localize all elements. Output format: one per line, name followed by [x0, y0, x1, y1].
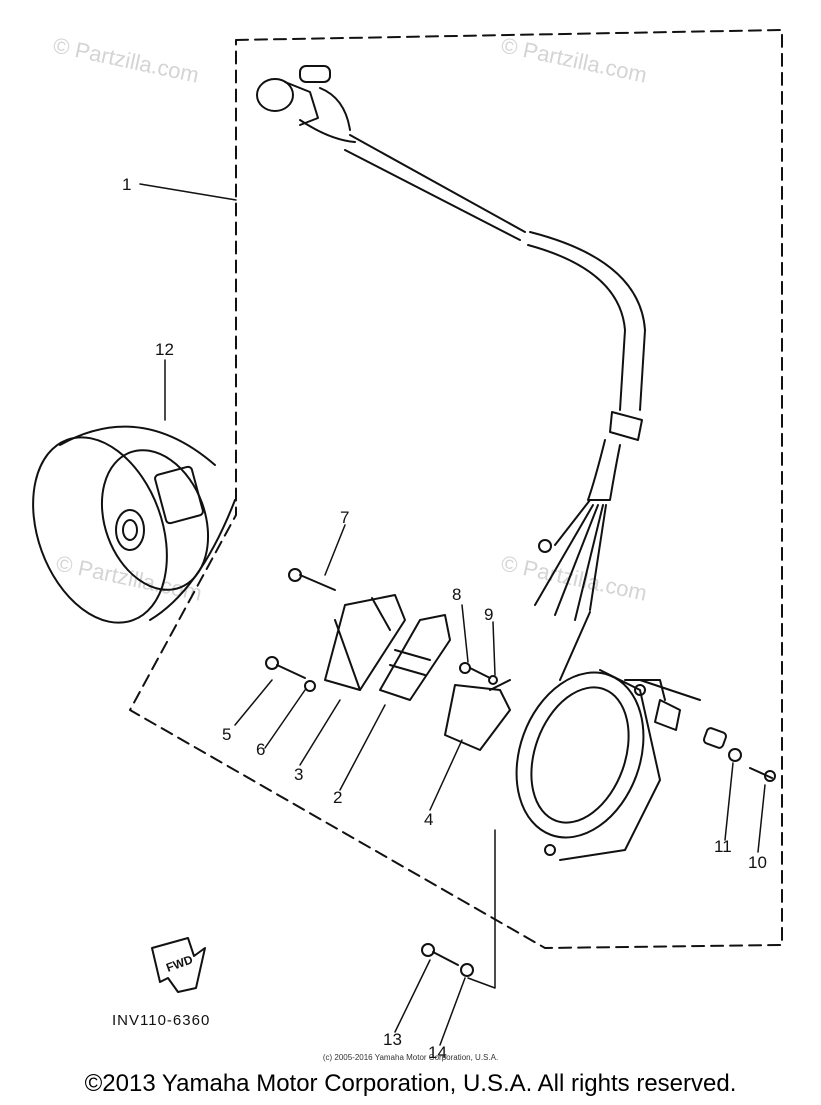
callout-1: 1 — [122, 175, 131, 194]
watermark-mid-left: © Partzilla.com — [54, 550, 204, 605]
pulser-coil — [444, 679, 511, 751]
washer-9 — [488, 675, 498, 685]
watermarks: © Partzilla.com © Partzilla.com © Partzi… — [51, 32, 649, 605]
watermark-top-left: © Partzilla.com — [51, 32, 201, 87]
screw-7 — [288, 568, 336, 591]
screw-5 — [265, 656, 306, 679]
fwd-label: FWD — [164, 952, 195, 975]
callout-7: 7 — [340, 508, 349, 527]
watermark-top-right: © Partzilla.com — [499, 32, 649, 87]
wire-harness — [256, 65, 646, 681]
callout-14: 14 — [428, 1043, 447, 1062]
callout-4: 4 — [424, 810, 433, 829]
washer-14 — [460, 963, 474, 977]
bolt-13 — [421, 943, 459, 966]
callout-2: 2 — [333, 788, 342, 807]
drawing-reference: INV110-6360 — [112, 1012, 211, 1029]
washer-11 — [728, 748, 742, 762]
callout-13: 13 — [383, 1030, 402, 1049]
callout-3: 3 — [294, 765, 303, 784]
callout-5: 5 — [222, 725, 231, 744]
lead-clamp — [639, 679, 701, 731]
stator-base — [515, 669, 666, 861]
fwd-arrow — [151, 937, 206, 993]
washer-6 — [304, 680, 316, 692]
callout-10: 10 — [748, 853, 767, 872]
assembly-boundary — [129, 29, 783, 949]
grommet — [702, 727, 728, 749]
charge-coil — [324, 594, 406, 691]
source-coil — [379, 614, 451, 701]
callout-6: 6 — [256, 740, 265, 759]
callout-9: 9 — [484, 605, 493, 624]
fine-print: (c) 2005-2016 Yamaha Motor Corporation, … — [322, 1053, 499, 1062]
screw-8 — [459, 662, 491, 679]
copyright-notice: ©2013 Yamaha Motor Corporation, U.S.A. A… — [84, 1070, 737, 1097]
leader-lines — [139, 183, 766, 1046]
callout-12: 12 — [155, 340, 174, 359]
callout-labels: 1 12 7 8 9 5 6 3 2 4 11 10 13 14 — [122, 175, 767, 1062]
screw-10 — [749, 767, 776, 782]
flywheel-magneto — [32, 425, 236, 624]
watermark-mid-right: © Partzilla.com — [499, 550, 649, 605]
callout-11: 11 — [714, 837, 732, 856]
callout-8: 8 — [452, 585, 461, 604]
